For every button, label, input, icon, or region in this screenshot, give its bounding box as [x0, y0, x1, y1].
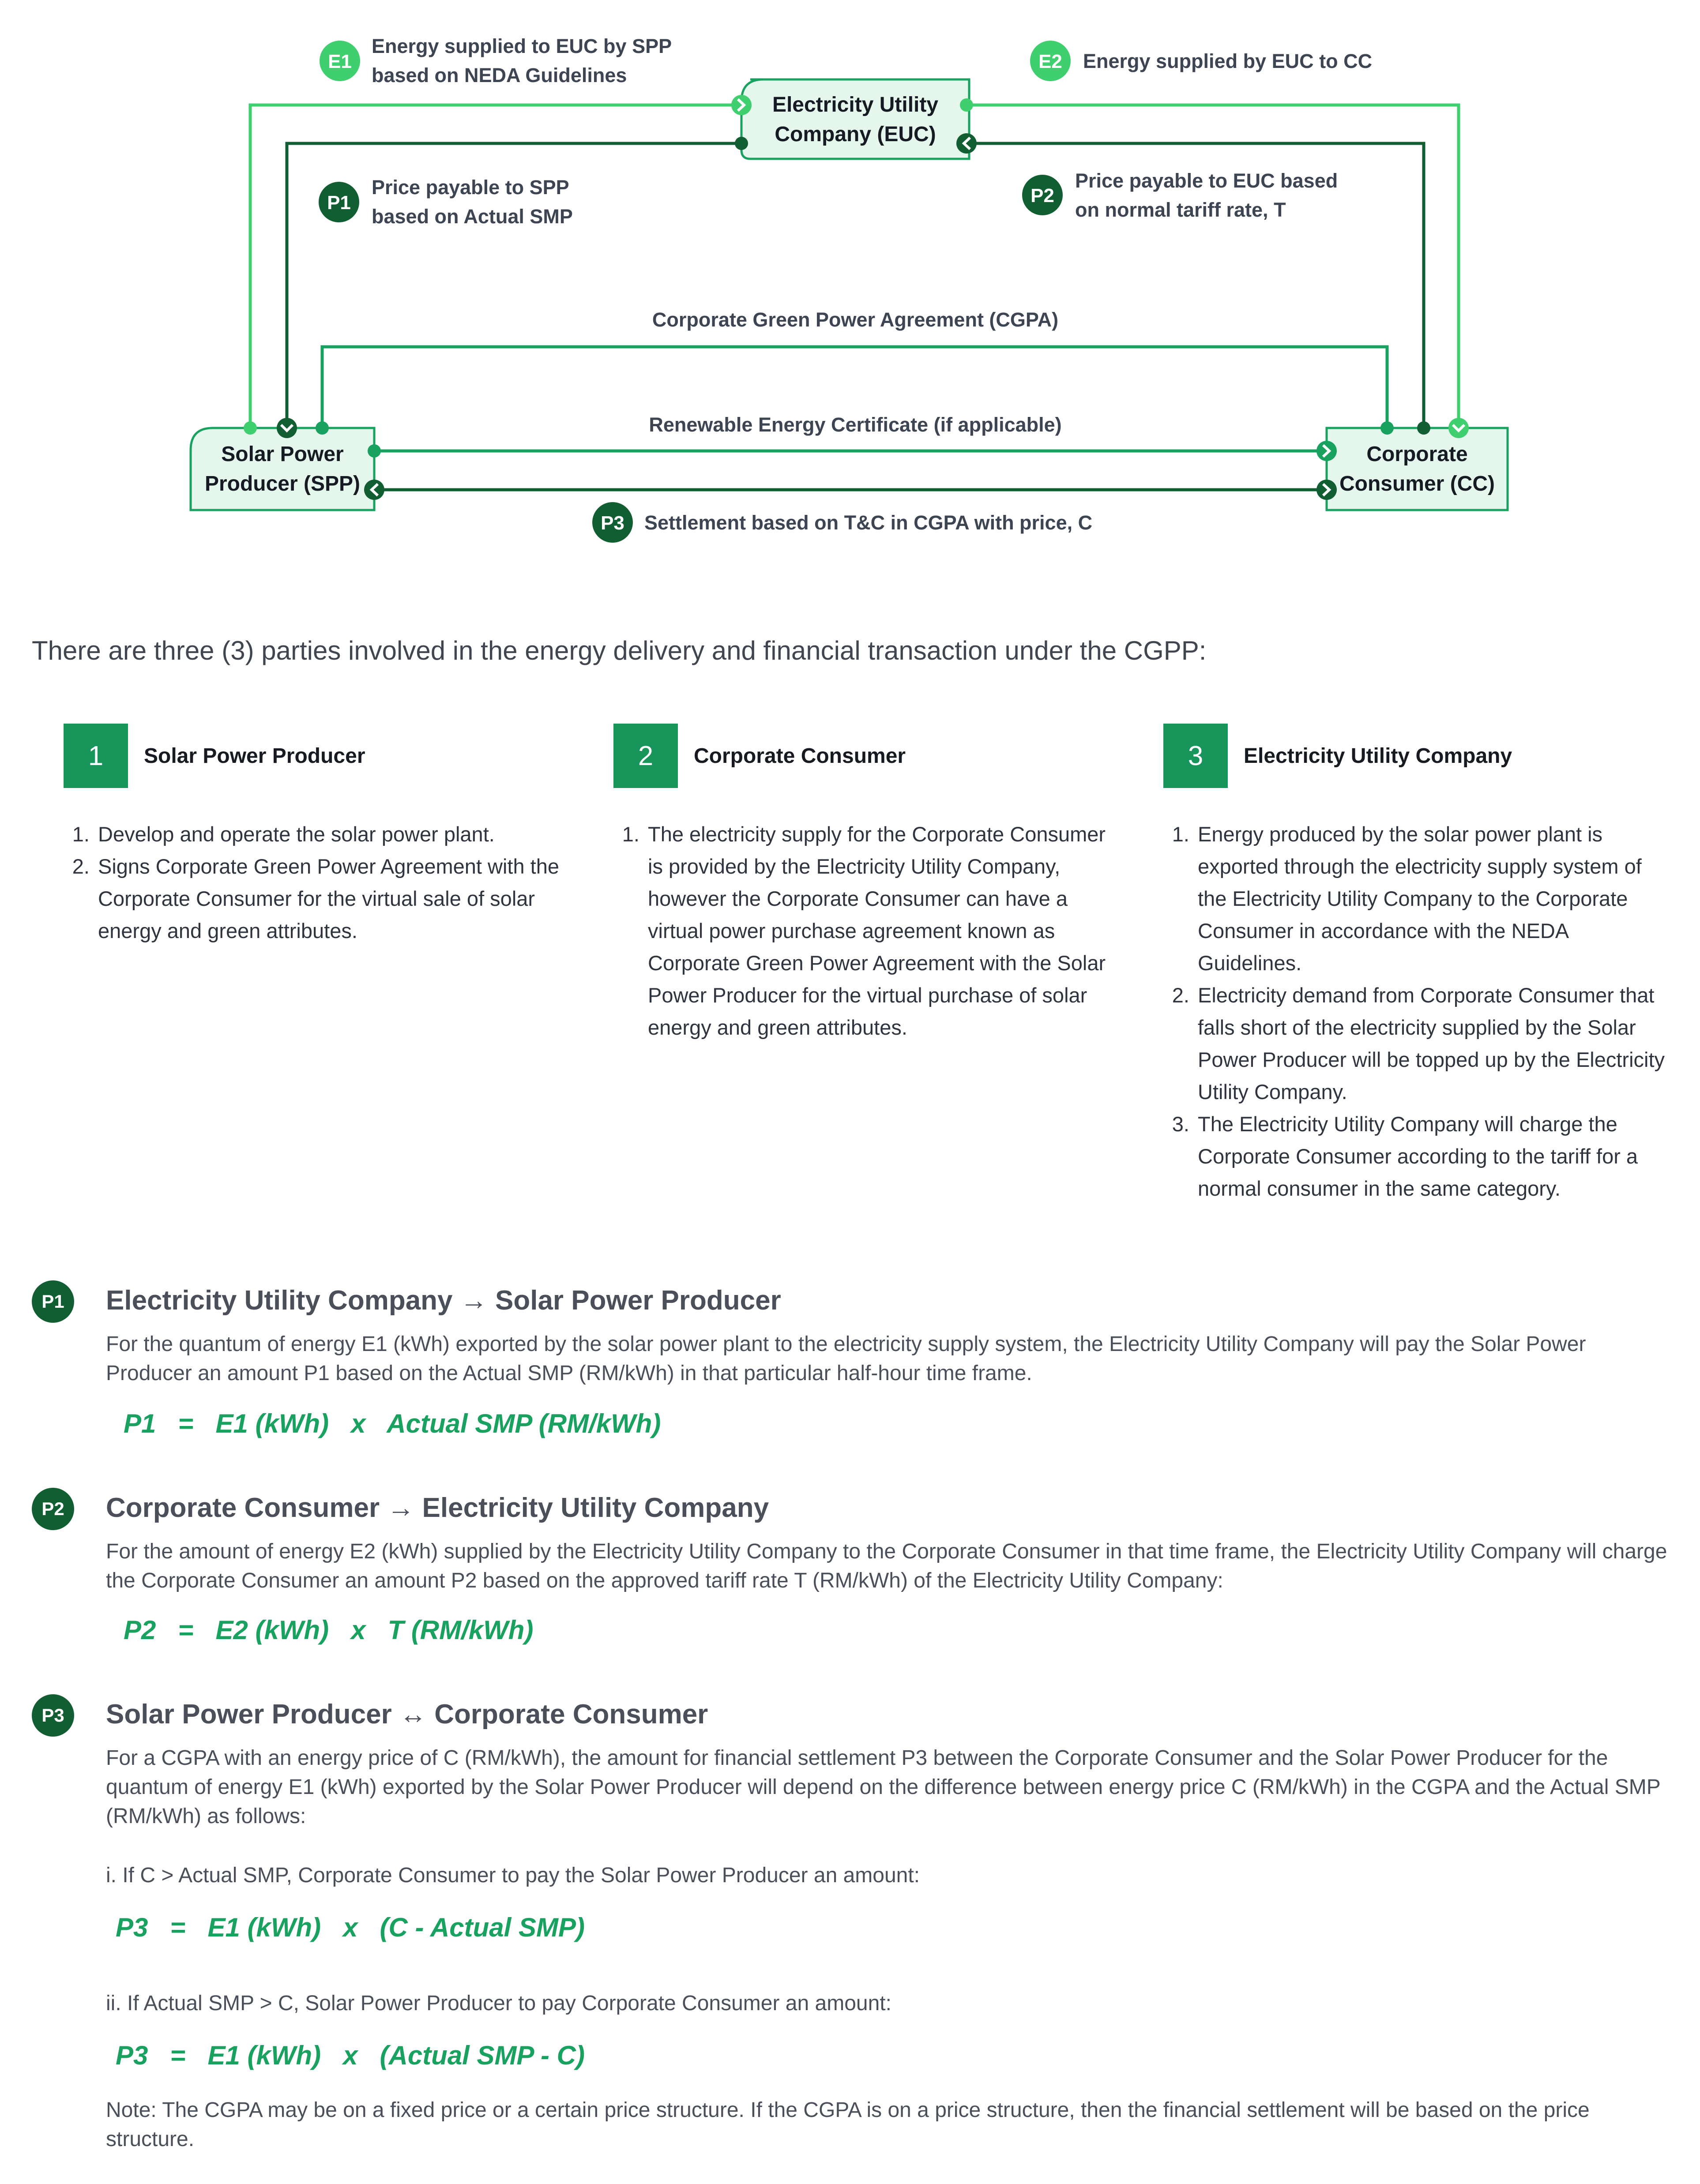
arrow-e1-into-euc-icon — [731, 95, 752, 115]
node-cc: Corporate Consumer (CC) — [1325, 427, 1509, 511]
svg-text:P2: P2 — [1031, 185, 1054, 206]
formula-p3-case-1: P3 = E1 (kWh) x (C - Actual SMP) — [116, 1913, 585, 1942]
list-item: Develop and operate the solar power plan… — [95, 818, 575, 850]
party-number: 2 — [613, 724, 678, 788]
list-item: The Electricity Utility Company will cha… — [1195, 1108, 1675, 1205]
energy-flow-diagram: Electricity Utility Company (EUC) Solar … — [189, 35, 1509, 543]
p2-label-line2: on normal tariff rate, T — [1075, 199, 1286, 221]
badge-e2: E2 — [1030, 41, 1071, 81]
arrow-p2-into-euc-icon — [956, 133, 977, 154]
formula-p2: P2 = E2 (kWh) x T (RM/kWh) — [124, 1615, 534, 1645]
party-name: Corporate Consumer — [694, 744, 906, 768]
cgpa-line — [320, 345, 1389, 428]
e1-label-line1: Energy supplied to EUC by SPP — [372, 35, 672, 57]
party-duties-list: The electricity supply for the Corporate… — [613, 818, 1125, 1043]
svg-text:P1: P1 — [327, 192, 351, 214]
p2-line — [967, 142, 1425, 428]
section-description: For a CGPA with an energy price of C (RM… — [106, 1746, 1660, 1828]
p3-note: Note: The CGPA may be on a fixed price o… — [106, 2098, 1590, 2151]
arrow-p3-into-spp-icon — [364, 480, 384, 500]
party-duties-list: Develop and operate the solar power plan… — [64, 818, 575, 947]
party-name: Solar Power Producer — [144, 744, 365, 768]
cc-label-line1: Corporate — [1366, 443, 1467, 466]
party-card-cc: 2 Corporate Consumer The electricity sup… — [613, 724, 1125, 1043]
list-item: Energy produced by the solar power plant… — [1195, 818, 1675, 979]
euc-label-line2: Company (EUC) — [775, 123, 936, 146]
svg-text:P3: P3 — [601, 512, 624, 534]
party-card-euc: 3 Electricity Utility Company Energy pro… — [1163, 724, 1675, 1205]
arrow-p3-into-cc-icon — [1316, 480, 1337, 500]
arrow-e2-into-cc-icon — [1448, 418, 1469, 438]
p3-case-2: ii. If Actual SMP > C, Solar Power Produ… — [106, 1992, 891, 2015]
section-title: Solar Power Producer ↔ Corporate Consume… — [106, 1699, 708, 1730]
rec-label: Renewable Energy Certificate (if applica… — [649, 413, 1061, 436]
section-description: For the quantum of energy E1 (kWh) expor… — [106, 1332, 1586, 1385]
p1-label-line1: Price payable to SPP — [372, 176, 569, 199]
e2-line — [967, 103, 1460, 428]
spp-label-line2: Producer (SPP) — [205, 472, 360, 495]
svg-text:E1: E1 — [328, 51, 352, 72]
section-description: For the amount of energy E2 (kWh) suppli… — [106, 1540, 1667, 1592]
formula-p1: P1 = E1 (kWh) x Actual SMP (RM/kWh) — [124, 1409, 661, 1438]
list-item: Signs Corporate Green Power Agreement wi… — [95, 850, 575, 947]
cc-label-line2: Consumer (CC) — [1339, 472, 1495, 495]
cgpa-label: Corporate Green Power Agreement (CGPA) — [652, 308, 1058, 331]
party-number: 3 — [1163, 724, 1228, 788]
e2-label: Energy supplied by EUC to CC — [1083, 50, 1372, 72]
node-spp: Solar Power Producer (SPP) — [189, 427, 376, 511]
section-title: Corporate Consumer → Electricity Utility… — [106, 1493, 769, 1523]
badge-p3: P3 — [592, 502, 633, 543]
p1-line — [285, 142, 741, 428]
e1-label-line2: based on NEDA Guidelines — [372, 64, 627, 86]
intro-text: There are three (3) parties involved in … — [32, 636, 1207, 665]
badge-e1: E1 — [320, 41, 360, 81]
node-euc: Electricity Utility Company (EUC) — [740, 78, 970, 160]
arrow-p1-into-spp-icon — [277, 418, 297, 438]
p3-label: Settlement based on T&C in CGPA with pri… — [644, 511, 1092, 534]
formula-p3-case-2: P3 = E1 (kWh) x (Actual SMP - C) — [116, 2041, 585, 2070]
party-card-spp: 1 Solar Power Producer Develop and opera… — [64, 724, 575, 947]
spp-label-line1: Solar Power — [221, 443, 343, 466]
p3-case-1: i. If C > Actual SMP, Corporate Consumer… — [106, 1864, 920, 1887]
arrow-rec-into-cc-icon — [1316, 441, 1337, 461]
connector-dots — [244, 98, 1430, 458]
p1-badge: P1 — [32, 1280, 74, 1323]
svg-text:E2: E2 — [1038, 51, 1062, 72]
p3-badge: P3 — [32, 1694, 74, 1737]
badge-p2: P2 — [1022, 175, 1063, 215]
badge-p1: P1 — [319, 182, 359, 222]
e1-line — [248, 103, 741, 428]
p2-label-line1: Price payable to EUC based — [1075, 169, 1338, 192]
party-duties-list: Energy produced by the solar power plant… — [1163, 818, 1675, 1205]
list-item: The electricity supply for the Corporate… — [645, 818, 1125, 1043]
party-number: 1 — [64, 724, 128, 788]
p1-label-line2: based on Actual SMP — [372, 205, 573, 228]
euc-label-line1: Electricity Utility — [772, 93, 938, 116]
p2-badge: P2 — [32, 1488, 74, 1530]
section-title: Electricity Utility Company → Solar Powe… — [106, 1285, 781, 1316]
party-name: Electricity Utility Company — [1244, 744, 1512, 768]
list-item: Electricity demand from Corporate Consum… — [1195, 979, 1675, 1108]
